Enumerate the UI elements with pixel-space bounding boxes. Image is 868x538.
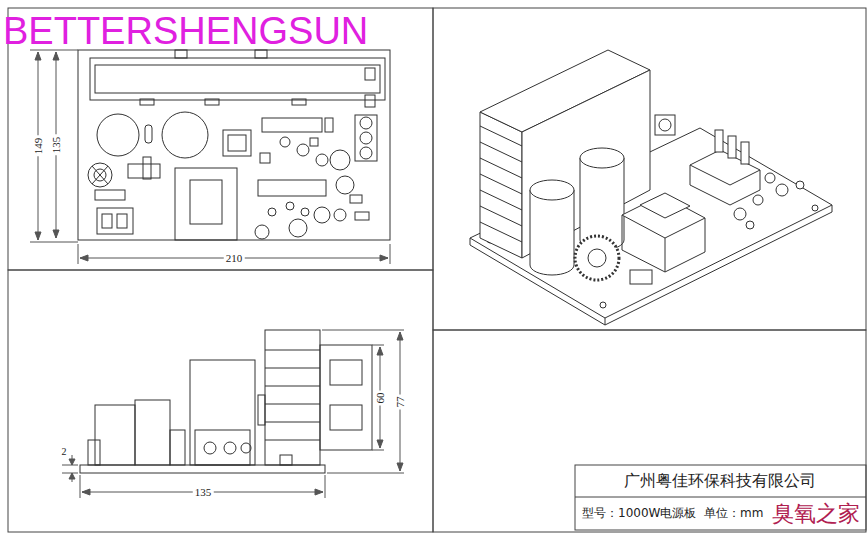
unit-note: 单位：mm xyxy=(704,507,763,519)
dimension-value: 135 xyxy=(193,487,214,498)
board-top-view xyxy=(78,50,390,240)
dimension-value: 60 xyxy=(375,391,386,406)
dimension-value: 2 xyxy=(62,447,67,457)
dimension-value: 149 xyxy=(33,136,44,157)
side-view xyxy=(80,330,372,473)
panel-frames xyxy=(8,8,866,532)
watermark: 臭氧之家 xyxy=(772,503,860,525)
side-view-dimensions xyxy=(62,330,404,498)
model-number: 型号：1000W电源板 xyxy=(582,507,696,519)
dimension-value: 210 xyxy=(224,253,245,264)
dimension-value: 135 xyxy=(51,135,62,156)
watermark: BETTERSHENGSUN xyxy=(3,12,368,50)
top-view-dimensions xyxy=(30,50,390,264)
isometric-view xyxy=(470,50,832,325)
company-name: 广州粤佳环保科技有限公司 xyxy=(624,473,816,489)
dimension-value: 77 xyxy=(395,395,406,410)
